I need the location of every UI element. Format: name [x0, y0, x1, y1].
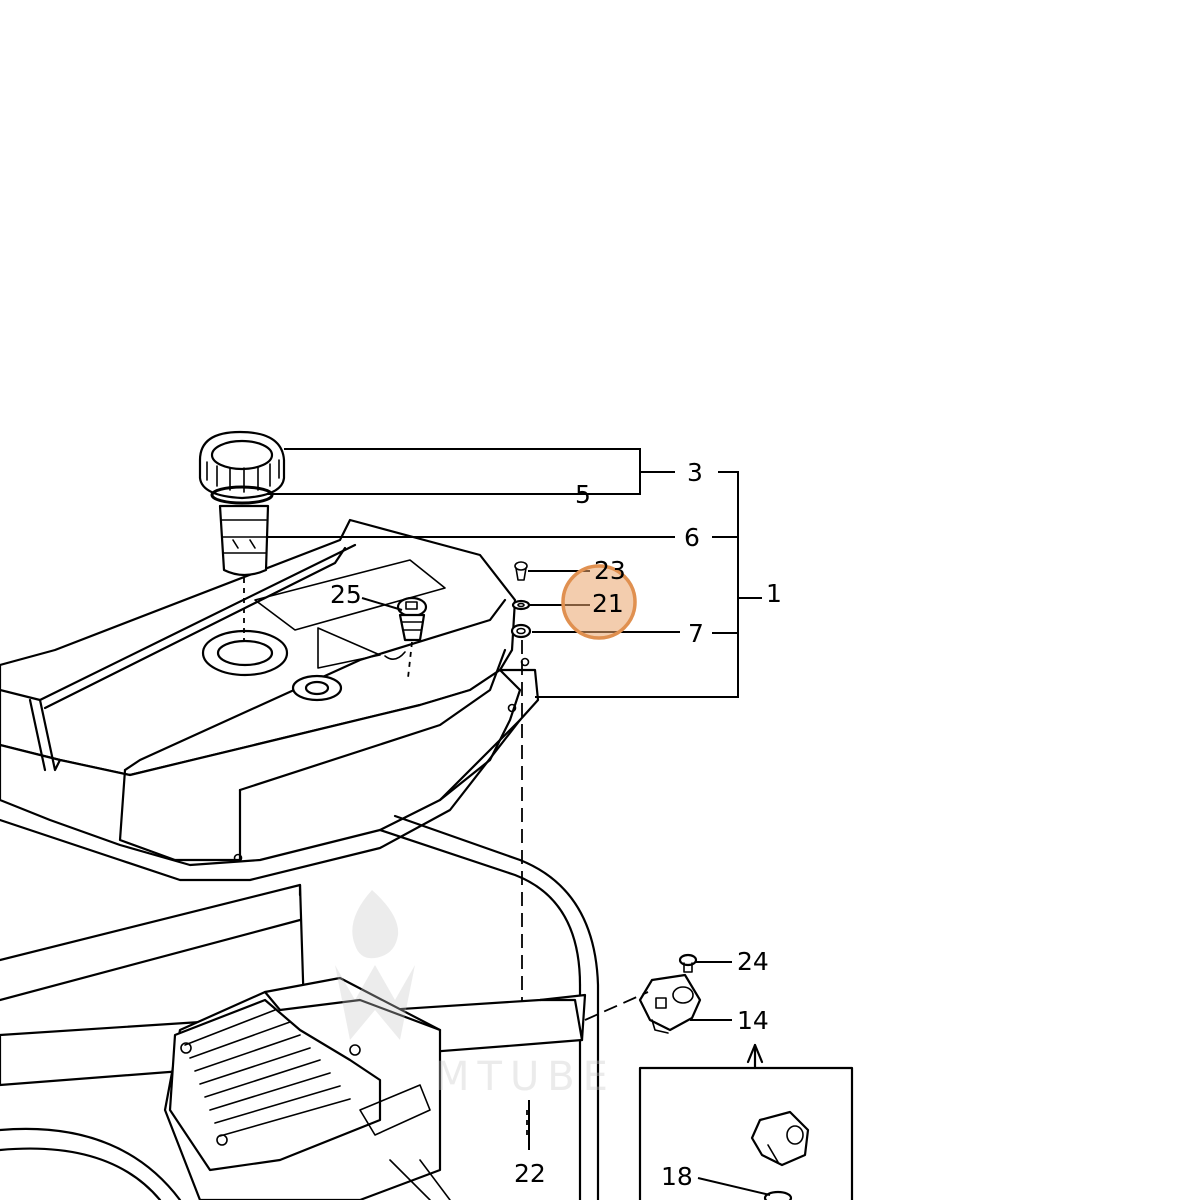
callout-18: 18: [661, 1162, 693, 1191]
watermark-text: MTUBE: [435, 1054, 616, 1100]
callout-22: 22: [514, 1159, 546, 1188]
watermark-logo: MTUBE: [335, 890, 616, 1100]
carburetor[interactable]: [638, 973, 702, 1034]
callout-3: 3: [687, 458, 703, 487]
carburetor-screw[interactable]: [678, 953, 698, 973]
gauge-axis-line: [407, 641, 413, 679]
fuel-cap-assembly[interactable]: [198, 430, 286, 577]
callout-25: 25: [330, 580, 362, 609]
kit-carburetor[interactable]: [750, 1110, 810, 1167]
callout-21: 21: [592, 589, 624, 618]
highlight-circle: [561, 564, 637, 640]
hardware-stack[interactable]: [510, 561, 532, 639]
callout-7: 7: [688, 619, 704, 648]
callout-23: 23: [594, 556, 626, 585]
callout-1: 1: [766, 579, 782, 608]
callout-24: 24: [737, 947, 769, 976]
callout-6: 6: [684, 523, 700, 552]
callout-5: 5: [575, 480, 591, 509]
kit-inset-box: [638, 1043, 854, 1200]
callout-14: 14: [737, 1006, 769, 1035]
fuel-tank[interactable]: [0, 518, 540, 882]
kit-gasket[interactable]: [763, 1190, 793, 1200]
engine-cylinder-head[interactable]: [163, 976, 451, 1200]
carb-axis-line: [584, 991, 649, 1021]
fuel-gauge[interactable]: [384, 596, 428, 660]
